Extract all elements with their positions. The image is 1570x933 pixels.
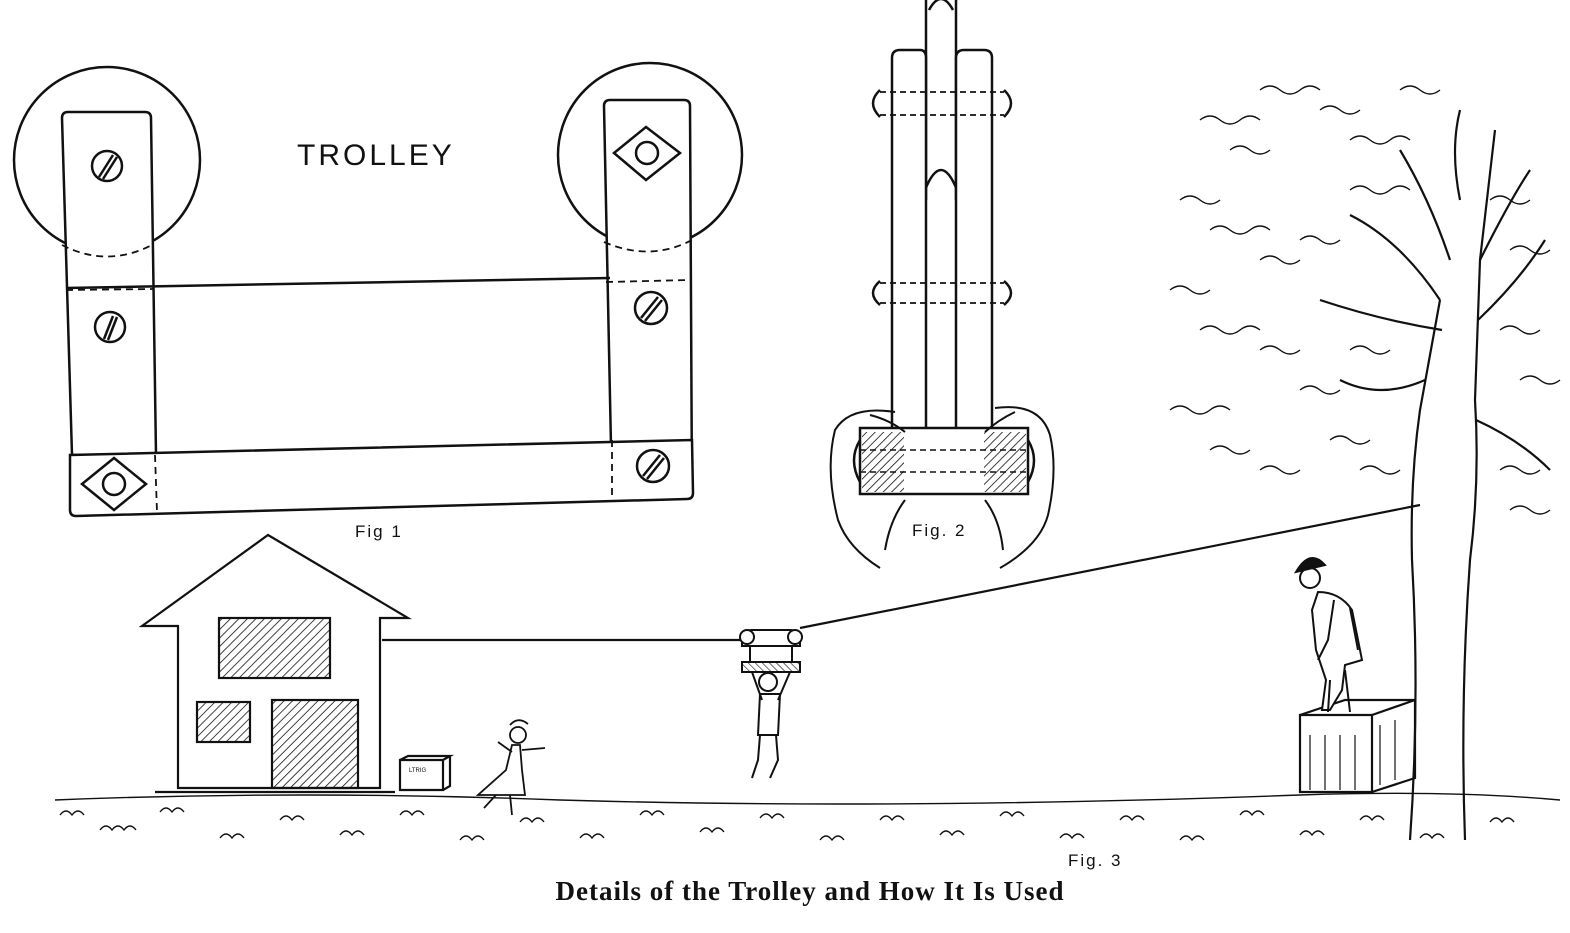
- trolley-cable: [382, 503, 1421, 642]
- left-upright: [60, 110, 158, 457]
- box-label: LTRIG: [409, 768, 427, 774]
- platform-box: [1298, 698, 1417, 794]
- girl-figure: [475, 719, 546, 816]
- boy-on-trolley: [739, 629, 803, 779]
- man-figure: [1293, 557, 1364, 713]
- axle-bottom-left: [80, 456, 148, 512]
- right-hand: [984, 406, 1055, 569]
- trolley-base-bar: [68, 438, 695, 518]
- fig3-scene: [54, 85, 1561, 842]
- axle-top-right: [612, 125, 683, 182]
- small-box: [398, 754, 455, 792]
- house-upper-window: [217, 616, 332, 680]
- screw-mid-right: [633, 290, 669, 326]
- right-plate: [954, 48, 994, 495]
- fig2-label: Fig. 2: [912, 521, 967, 540]
- screw-top-left: [90, 149, 124, 183]
- fig1-label: Fig 1: [355, 522, 403, 541]
- screw-mid-left: [93, 310, 127, 344]
- house-lower-window: [195, 700, 252, 744]
- fig1-trolley-drawing: [12, 61, 744, 518]
- tree: [1169, 85, 1561, 841]
- left-hand: [829, 409, 906, 569]
- ground-grass: [54, 792, 1561, 842]
- left-plate: [890, 48, 928, 495]
- fig3-label: Fig. 3: [1068, 851, 1123, 870]
- trolley-title: TROLLEY: [297, 139, 455, 172]
- right-upright: [602, 98, 694, 497]
- house: [138, 533, 413, 794]
- figure-caption: Details of the Trolley and How It Is Use…: [555, 876, 1064, 906]
- fig2-side-view: [829, 0, 1055, 569]
- screw-bottom-right: [635, 448, 671, 484]
- house-door: [270, 698, 360, 790]
